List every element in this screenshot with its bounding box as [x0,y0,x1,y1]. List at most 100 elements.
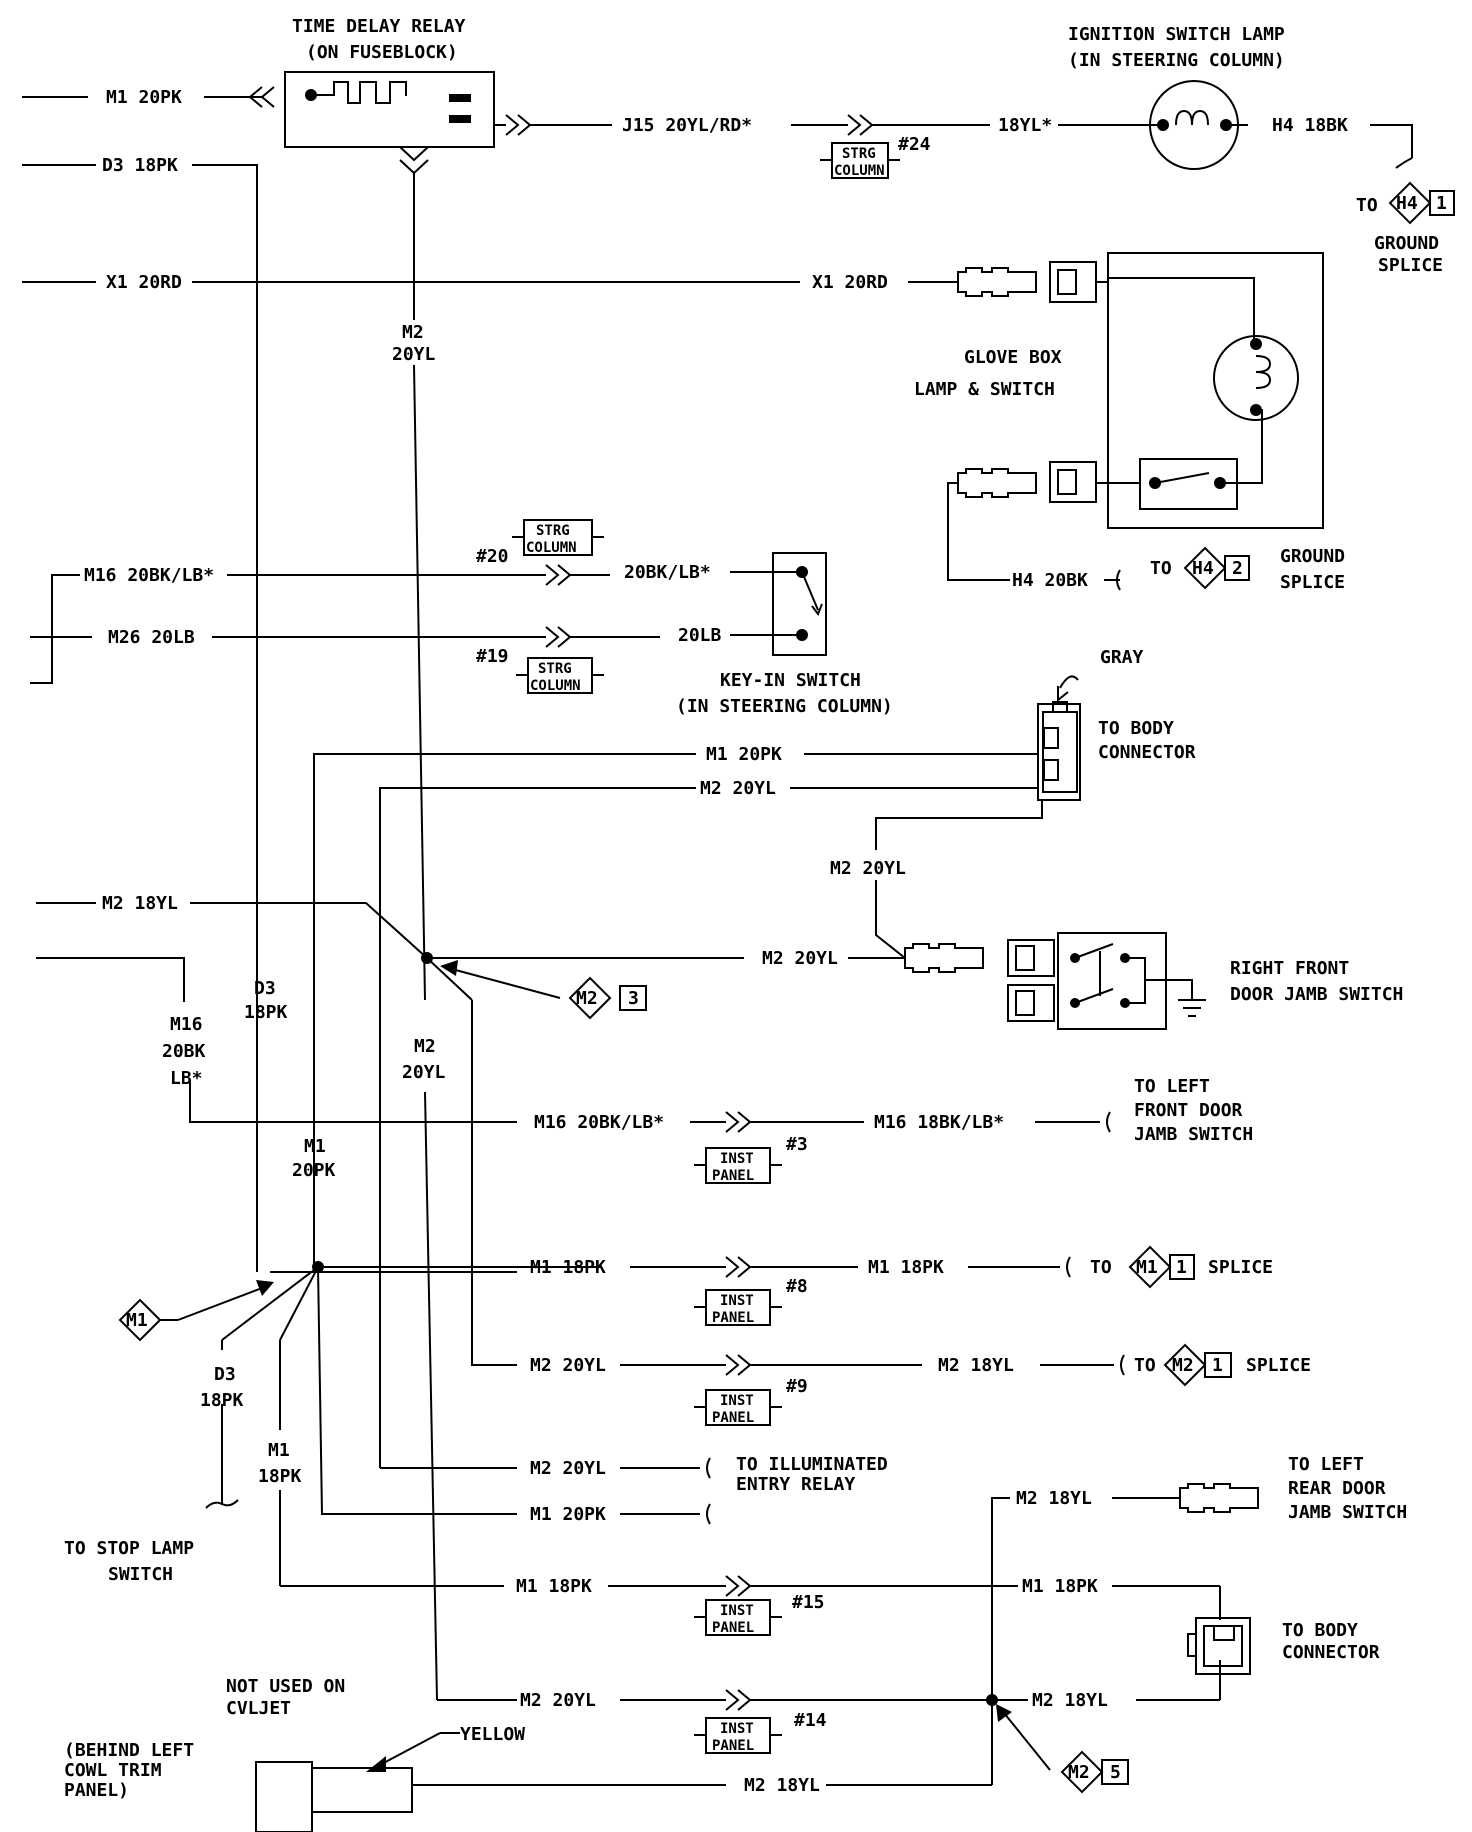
connector-20: #20 [476,546,509,567]
key-in-switch-title: KEY-IN SWITCH [720,670,861,691]
wire-x1-20rd-right: X1 20RD [812,272,888,293]
wire-h4-18bk: H4 18BK [1272,115,1348,136]
to-stop-lamp-1: TO STOP LAMP [64,1538,194,1559]
splice-label-2: SPLICE [1280,572,1345,593]
to-left-rear-3: JAMB SWITCH [1288,1502,1407,1523]
connector-15: #15 [792,1592,825,1613]
wire-m2-20yl-c: M2 20YL [530,1355,606,1376]
wire-m26-20lb: M26 20LB [108,627,195,648]
splice-m2-1-id: M2 [1172,1355,1194,1376]
connector-3: #3 [786,1134,808,1155]
splice-m2-3-num: 3 [628,988,639,1009]
splice-label-1: SPLICE [1378,255,1443,276]
wire-m2-18yl-left: M2 18YL [102,893,178,914]
to-left-front-3: JAMB SWITCH [1134,1124,1253,1145]
wire-20lb: 20LB [678,625,722,646]
strg-tag-20-b: COLUMN [526,540,577,556]
ignition-switch-lamp-title: IGNITION SWITCH LAMP [1068,24,1285,45]
lb-star-vertical-label: LB* [170,1068,203,1089]
inst-tag-15-b: PANEL [712,1620,754,1636]
to-body-connector-1a: TO BODY [1098,718,1174,739]
inst-tag-14-a: INST [720,1721,754,1737]
wire-m2-18yl-e: M2 18YL [1016,1488,1092,1509]
connector-24: #24 [898,134,931,155]
not-used-2: CVLJET [226,1698,291,1719]
20pk-vertical-label: 20PK [292,1160,336,1181]
ground-splice-label-2: GROUND [1280,546,1345,567]
to-illum-2: ENTRY RELAY [736,1474,855,1495]
wire-18yl-star: 18YL* [998,115,1052,136]
20bk-vertical-label: 20BK [162,1041,206,1062]
to-label-h4-1: TO [1356,195,1378,216]
key-in-switch-box [772,552,827,656]
wire-m1-18pk-f: M1 18PK [516,1576,592,1597]
inst-tag-9-b: PANEL [712,1410,754,1426]
splice-h4-2-num: 2 [1232,558,1243,579]
to-stop-lamp-2: SWITCH [108,1564,173,1585]
18pk-vertical-label: 18PK [244,1002,288,1023]
wiring-lines [22,71,1455,1832]
splice-m2-1-num: 1 [1212,1355,1223,1376]
right-front-title-1: RIGHT FRONT [1230,958,1349,979]
wire-20bk-lb: 20BK/LB* [624,562,711,583]
wire-m2-label: M2 [402,322,424,343]
splice-m2-5-num: 5 [1110,1762,1121,1783]
ignition-lamp-location: (IN STEERING COLUMN) [1068,50,1285,71]
splice-m1-1-num: 1 [1176,1257,1187,1278]
time-delay-relay-title: TIME DELAY RELAY [292,16,466,37]
splice-h4-1-num: 1 [1436,193,1447,214]
ground-splice-label-1: GROUND [1374,233,1439,254]
wire-m2-20yl-v: M2 20YL [830,858,906,879]
wire-m1-18pk-a: M1 18PK [530,1257,606,1278]
strg-tag-24-a: STRG [842,146,876,162]
time-delay-relay-box [284,71,495,148]
wire-m1-20pk-d: M1 20PK [530,1504,606,1525]
wire-m1-20pk-b: M1 20PK [706,744,782,765]
splice-h4-2-id: H4 [1192,558,1214,579]
to-label-m1-1: TO [1090,1257,1112,1278]
behind-left-1: (BEHIND LEFT [64,1740,194,1761]
yellow-label: YELLOW [460,1724,525,1745]
20yl-vertical-label-2: 20YL [402,1062,446,1083]
wire-m2-20yl-d: M2 20YL [530,1458,606,1479]
wire-m16-20bk-h: M16 20BK/LB* [534,1112,664,1133]
wire-m1-20pk-top: M1 20PK [106,87,182,108]
connector-14: #14 [794,1710,827,1731]
h4-20bk-label: H4 20BK [1012,570,1088,591]
wire-m1-18pk-b: M1 18PK [868,1257,944,1278]
wire-m16-20bk-lb: M16 20BK/LB* [84,565,214,586]
to-left-rear-2: REAR DOOR [1288,1478,1386,1499]
inst-tag-3-a: INST [720,1151,754,1167]
diagram-labels: TIME DELAY RELAY (ON FUSEBLOCK) IGNITION… [64,16,1447,1801]
strg-tag-20-a: STRG [536,523,570,539]
to-left-front-2: FRONT DOOR [1134,1100,1243,1121]
on-fuseblock-label: (ON FUSEBLOCK) [306,42,458,63]
d3-vertical-label: D3 [254,978,276,999]
to-left-rear-1: TO LEFT [1288,1454,1364,1475]
splice-m1-1-id: M1 [1136,1257,1158,1278]
wire-m2-20yl-h: M2 20YL [520,1690,596,1711]
gray-label: GRAY [1100,647,1144,668]
to-illum-1: TO ILLUMINATED [736,1454,888,1475]
inst-tag-9-a: INST [720,1393,754,1409]
glove-box-title-2: LAMP & SWITCH [914,379,1055,400]
wire-m16-18bk: M16 18BK/LB* [874,1112,1004,1133]
inst-tag-8-a: INST [720,1293,754,1309]
18pk-lower-label-2: 18PK [258,1466,302,1487]
wire-j15: J15 20YL/RD* [622,115,752,136]
behind-left-3: PANEL) [64,1780,129,1801]
to-label-h4-2: TO [1150,558,1172,579]
m1-vertical-label: M1 [304,1136,326,1157]
to-body-connector-2a: TO BODY [1282,1620,1358,1641]
connector-8: #8 [786,1276,808,1297]
not-used-1: NOT USED ON [226,1676,345,1697]
inst-tag-14-b: PANEL [712,1738,754,1754]
behind-left-2: COWL TRIM [64,1760,162,1781]
to-body-connector-2b: CONNECTOR [1282,1642,1380,1663]
strg-tag-19-b: COLUMN [530,678,581,694]
strg-tag-24-b: COLUMN [834,163,885,179]
splice-m2-5-id: M2 [1068,1762,1090,1783]
inst-tag-8-b: PANEL [712,1310,754,1326]
inst-tag-3-b: PANEL [712,1168,754,1184]
